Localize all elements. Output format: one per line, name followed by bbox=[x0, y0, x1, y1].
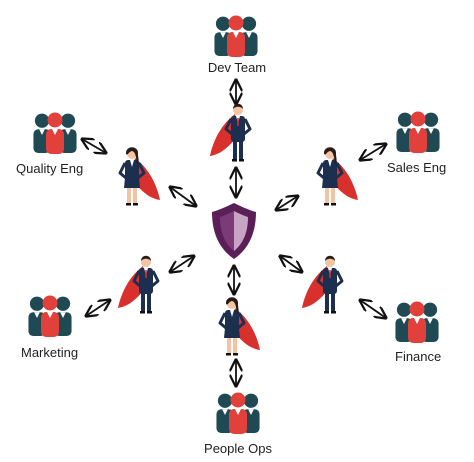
team-label-finance: Finance bbox=[395, 349, 442, 364]
team-label-quality: Quality Eng bbox=[16, 161, 84, 176]
arrow-marketing-team-to-hero bbox=[86, 300, 110, 316]
superhero-man-icon bbox=[302, 255, 344, 314]
team-group-icon bbox=[214, 15, 258, 57]
superhero-figures bbox=[118, 103, 358, 356]
team-icons bbox=[28, 15, 440, 434]
superhero-woman-icon bbox=[118, 147, 160, 206]
superhero-woman-icon bbox=[218, 297, 260, 356]
team-group-icon bbox=[395, 301, 439, 343]
arrow-marketing-hero-to-shield bbox=[170, 256, 194, 272]
arrow-quality-hero-to-shield bbox=[170, 187, 196, 206]
team-label-dev: Dev Team bbox=[207, 60, 267, 75]
superhero-woman-icon bbox=[316, 147, 358, 206]
superhero-man-icon bbox=[210, 103, 252, 162]
arrow-sales-hero-to-shield bbox=[276, 196, 298, 210]
security-shield-icon bbox=[212, 203, 256, 259]
team-label-people: People Ops bbox=[204, 441, 272, 456]
team-label-marketing: Marketing bbox=[21, 345, 79, 360]
team-group-icon bbox=[216, 392, 260, 434]
connector-arrows bbox=[82, 80, 386, 386]
arrow-sales-team-to-hero bbox=[360, 144, 386, 160]
team-label-sales: Sales Eng bbox=[387, 160, 447, 175]
arrow-finance-team-to-hero bbox=[360, 300, 386, 318]
team-group-icon bbox=[33, 112, 77, 154]
team-group-icon bbox=[396, 111, 440, 153]
arrow-quality-team-to-hero bbox=[82, 139, 106, 153]
superhero-man-icon bbox=[118, 255, 160, 314]
team-group-icon bbox=[28, 295, 72, 337]
arrow-finance-hero-to-shield bbox=[280, 256, 302, 272]
